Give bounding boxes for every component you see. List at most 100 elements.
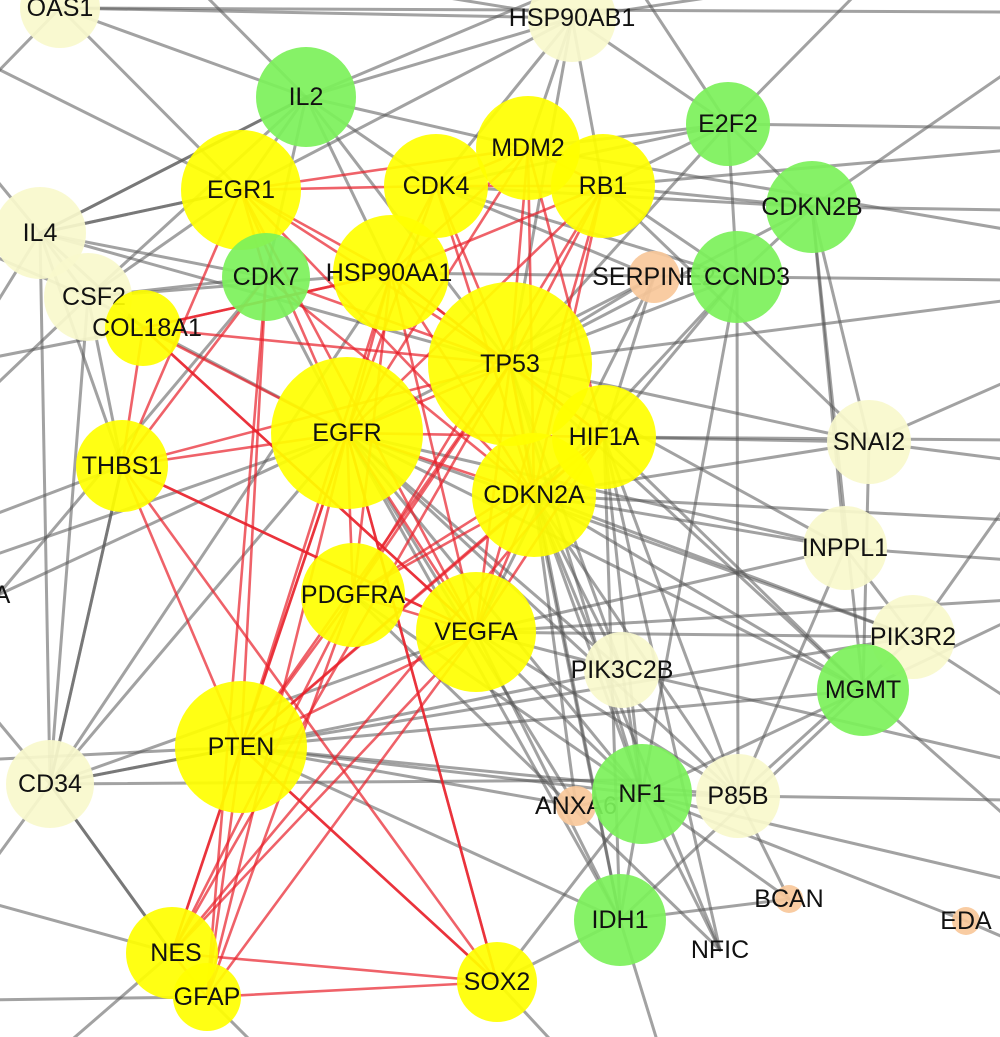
node-circle-egr1 [181, 130, 301, 250]
node-oas1[interactable]: OAS1 [20, 0, 100, 48]
edge-red-68 [170, 630, 478, 955]
node-circle-eda [952, 907, 980, 935]
edge-gray-134 [736, 794, 1000, 802]
node-label-il4: IL4 [23, 219, 58, 247]
edge-gray-136 [602, 435, 740, 798]
edge-gray-103 [532, 493, 865, 692]
node-circle-nf1 [592, 744, 692, 844]
node-idh1[interactable]: IDH1 [574, 874, 666, 966]
node-nf1[interactable]: NF1 [592, 744, 692, 844]
node-tp53[interactable]: TP53 [428, 282, 592, 446]
node-circle-cd34 [6, 740, 94, 828]
node-circle-cdk7 [222, 233, 310, 321]
node-vegfa[interactable]: VEGFA [416, 572, 536, 692]
edge-gray-46 [640, 275, 739, 796]
node-label-bcan: BCAN [754, 885, 823, 913]
edge-gray-176 [532, 493, 1000, 521]
node-circle-vegfa [416, 572, 536, 692]
node-circle-anxa6 [556, 786, 596, 826]
node-circle-pdgfra [301, 543, 405, 647]
edge-gray-174 [508, 299, 1000, 366]
node-label-cdkn2a: CDKN2A [483, 481, 585, 509]
edge-gray-145 [239, 745, 622, 922]
edge-red-84 [120, 464, 499, 984]
node-circle-hsp90ab1 [528, 0, 616, 62]
edge-gray-39 [810, 205, 847, 550]
node-cdk7[interactable]: CDK7 [222, 233, 310, 321]
node-label-hsp90aa1: HSP90AA1 [326, 259, 452, 287]
node-circle-e2f2 [686, 82, 770, 166]
node-e2f2[interactable]: E2F2 [686, 82, 770, 166]
node-label-cdkn2b: CDKN2B [761, 193, 862, 221]
edge-gray-30 [726, 122, 1000, 130]
node-egfr[interactable]: EGFR [271, 357, 423, 509]
node-hsp90ab1[interactable]: HSP90AB1 [509, 0, 635, 62]
node-hsp90aa1[interactable]: HSP90AA1 [326, 215, 452, 331]
edge-gray-139 [640, 792, 968, 923]
node-label-thbs1: THBS1 [82, 452, 163, 480]
node-circle-inppl1 [803, 506, 887, 590]
node-label-il2: IL2 [289, 83, 324, 111]
edge-red-75 [120, 464, 478, 634]
node-inppl1[interactable]: INPPL1 [802, 506, 888, 590]
node-label-oas1: OAS1 [27, 0, 94, 22]
edge-red-80 [170, 951, 499, 984]
node-label-mdm2: MDM2 [491, 134, 565, 162]
node-circle-idh1 [574, 874, 666, 966]
node-circle-oas1 [20, 0, 100, 48]
node-bcan[interactable]: BCAN [754, 885, 824, 913]
edge-gray-150 [602, 435, 722, 952]
node-circle-cdkn2b [766, 161, 858, 253]
node-sox2[interactable]: SOX2 [457, 942, 537, 1022]
node-nfic[interactable]: NFIC [691, 936, 749, 964]
node-cdk4[interactable]: CDK4 [384, 134, 488, 238]
node-label-sox2: SOX2 [464, 968, 531, 996]
node-mgmt[interactable]: MGMT [817, 644, 909, 736]
node-label-gfap: GFAP [174, 983, 241, 1011]
node-label-cdk7: CDK7 [233, 263, 300, 291]
node-label-rb1: RB1 [579, 172, 628, 200]
node-rb1[interactable]: RB1 [551, 134, 655, 238]
node-circle-p85b [696, 754, 780, 838]
node-label-cdk4: CDK4 [403, 172, 470, 200]
node-thbs1[interactable]: THBS1 [76, 420, 168, 512]
node-pten[interactable]: PTEN [175, 681, 307, 813]
node-p85b[interactable]: P85B [696, 754, 780, 838]
node-circle-pik3c2b [584, 632, 660, 708]
node-label-inppl1: INPPL1 [802, 534, 888, 562]
node-il4[interactable]: IL4 [0, 187, 86, 279]
edge-gray-106 [48, 431, 349, 786]
node-label-egfr: EGFR [312, 419, 381, 447]
node-pdgfra[interactable]: PDGFRA [301, 543, 406, 647]
node-snai2[interactable]: SNAI2 [827, 400, 911, 484]
node-partial_left[interactable]: A [0, 581, 11, 609]
node-egr1[interactable]: EGR1 [181, 130, 301, 250]
node-circle-col18a1 [105, 290, 181, 366]
node-col18a1[interactable]: COL18A1 [92, 290, 202, 366]
node-cdkn2a[interactable]: CDKN2A [472, 433, 596, 557]
node-ccnd3[interactable]: CCND3 [691, 231, 790, 323]
node-label-cd34: CD34 [18, 770, 82, 798]
node-label-tp53: TP53 [480, 350, 540, 378]
node-eda[interactable]: EDA [940, 907, 992, 935]
node-circle-mgmt [817, 644, 909, 736]
node-label-pik3c2b: PIK3C2B [571, 656, 674, 684]
node-pik3c2b[interactable]: PIK3C2B [571, 632, 674, 708]
node-cdkn2b[interactable]: CDKN2B [761, 161, 863, 253]
node-circle-hsp90aa1 [333, 215, 449, 331]
edge-gray-143 [532, 493, 622, 922]
node-circle-il2 [256, 47, 356, 147]
edge-gray-11 [239, 16, 574, 192]
edge-red-43 [170, 362, 512, 955]
node-label-p85b: P85B [707, 782, 768, 810]
node-il2[interactable]: IL2 [256, 47, 356, 147]
edge-gray-64 [48, 295, 90, 786]
edge-gray-88 [532, 493, 915, 639]
edge-red-82 [205, 980, 499, 999]
node-circle-tp53 [428, 282, 592, 446]
edge-red-33 [239, 271, 393, 749]
node-gfap[interactable]: GFAP [173, 963, 241, 1031]
node-cd34[interactable]: CD34 [6, 740, 94, 828]
